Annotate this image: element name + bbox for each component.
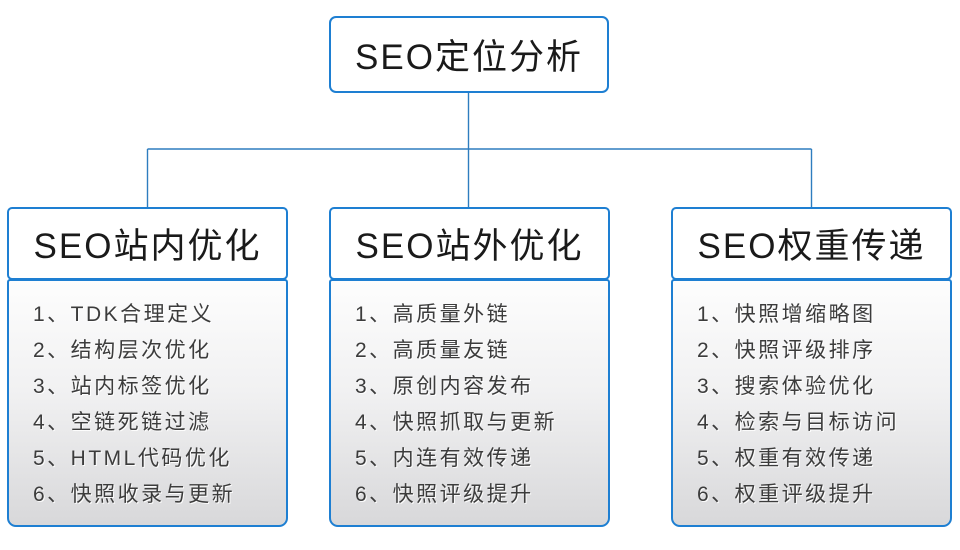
column-onsite-optimization: SEO站内优化 1、TDK合理定义 2、结构层次优化 3、站内标签优化 4、空链… <box>7 207 288 527</box>
column-header-weight: SEO权重传递 <box>671 207 952 280</box>
list-item: 4、空链死链过滤 <box>33 411 212 434</box>
list-item: 1、高质量外链 <box>355 303 511 326</box>
list-item: 3、原创内容发布 <box>355 375 534 398</box>
list-item: 5、内连有效传递 <box>355 447 534 470</box>
column-title: SEO权重传递 <box>697 227 926 266</box>
list-item: 5、HTML代码优化 <box>33 447 232 470</box>
list-item: 2、高质量友链 <box>355 339 511 362</box>
list-item: 4、检索与目标访问 <box>697 411 900 434</box>
list-item: 2、结构层次优化 <box>33 339 212 362</box>
column-header-onsite: SEO站内优化 <box>7 207 288 280</box>
list-item: 2、快照评级排序 <box>697 339 876 362</box>
list-item: 6、快照收录与更新 <box>33 483 236 506</box>
list-item: 3、搜索体验优化 <box>697 375 876 398</box>
column-header-offsite: SEO站外优化 <box>329 207 610 280</box>
root-node: SEO定位分析 <box>329 16 609 93</box>
column-weight-transfer: SEO权重传递 1、快照增缩略图 2、快照评级排序 3、搜索体验优化 4、检索与… <box>671 207 952 527</box>
root-title: SEO定位分析 <box>355 38 583 77</box>
column-title: SEO站外优化 <box>355 227 584 266</box>
list-item: 1、TDK合理定义 <box>33 303 215 326</box>
list-item: 5、权重有效传递 <box>697 447 876 470</box>
column-panel-weight: 1、快照增缩略图 2、快照评级排序 3、搜索体验优化 4、检索与目标访问 5、权… <box>671 279 952 527</box>
list-item: 6、权重评级提升 <box>697 483 876 506</box>
column-title: SEO站内优化 <box>33 227 262 266</box>
column-panel-offsite: 1、高质量外链 2、高质量友链 3、原创内容发布 4、快照抓取与更新 5、内连有… <box>329 279 610 527</box>
list-item: 3、站内标签优化 <box>33 375 212 398</box>
column-offsite-optimization: SEO站外优化 1、高质量外链 2、高质量友链 3、原创内容发布 4、快照抓取与… <box>329 207 610 527</box>
column-panel-onsite: 1、TDK合理定义 2、结构层次优化 3、站内标签优化 4、空链死链过滤 5、H… <box>7 279 288 527</box>
list-item: 6、快照评级提升 <box>355 483 534 506</box>
list-item: 1、快照增缩略图 <box>697 303 876 326</box>
list-item: 4、快照抓取与更新 <box>355 411 558 434</box>
